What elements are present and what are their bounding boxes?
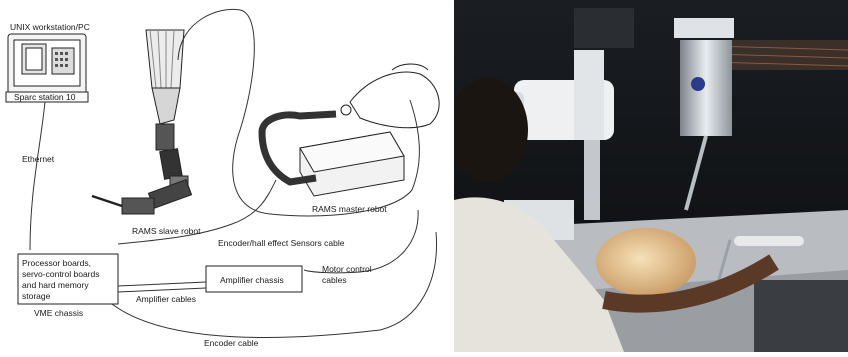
vme-label: VME chassis: [34, 308, 83, 318]
master-robot-illustration: [262, 64, 439, 196]
ethernet-label: Ethernet: [22, 154, 55, 164]
encoder-hall-label: Encoder/hall effect Sensors cable: [218, 238, 345, 248]
processor-line-3: and hard memory: [22, 280, 89, 290]
system-diagram: UNIX workstation/PC Sparc station 10 Eth…: [0, 0, 452, 352]
lab-photo: [454, 0, 848, 352]
motor-control-line-1: Motor control: [322, 264, 372, 274]
amplifier-cable-1: [118, 282, 206, 286]
ethernet-line: [30, 102, 45, 250]
amplifier-chassis-label: Amplifier chassis: [220, 275, 284, 285]
amplifier-cable-2: [118, 288, 206, 292]
amplifier-cables-label: Amplifier cables: [136, 294, 196, 304]
encoder-cable-label: Encoder cable: [204, 338, 259, 348]
motor-control-line-2: cables: [322, 275, 347, 285]
mannequin-head: [596, 228, 696, 296]
sparc-label: Sparc station 10: [14, 92, 76, 102]
processor-line-2: servo-control boards: [22, 269, 99, 279]
processor-line-4: storage: [22, 291, 51, 301]
lab-photo-svg: [454, 0, 848, 352]
diagram-svg: UNIX workstation/PC Sparc station 10 Eth…: [0, 0, 452, 352]
slave-robot-illustration: [92, 30, 192, 214]
processor-line-1: Processor boards,: [22, 258, 91, 268]
workstation-label: UNIX workstation/PC: [10, 22, 90, 32]
